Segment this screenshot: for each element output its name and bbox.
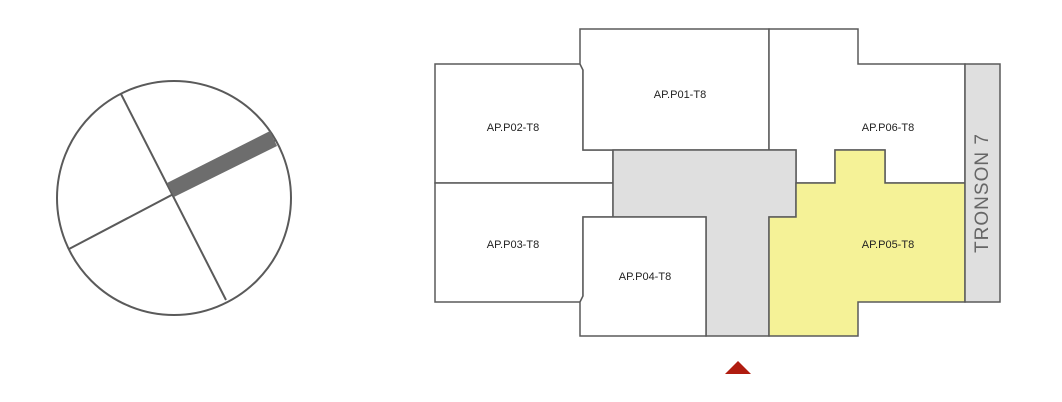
apartment-label: AP.P01-T8 — [654, 89, 706, 101]
apartment-label: AP.P03-T8 — [487, 239, 539, 251]
apartment-label: AP.P04-T8 — [619, 271, 671, 283]
apartment-p05[interactable] — [768, 149, 966, 337]
compass — [56, 80, 292, 316]
entrance-marker-icon — [725, 361, 751, 374]
apartment-label: AP.P05-T8 — [862, 239, 914, 251]
compass-axis — [120, 93, 227, 301]
apartment-p04[interactable] — [579, 216, 707, 337]
floor-plan: AP.P01-T8 AP.P02-T8 AP.P03-T8 AP.P04-T8 … — [434, 28, 1001, 374]
apartment-label: AP.P06-T8 — [862, 122, 914, 134]
compass-direction-bar — [167, 131, 277, 197]
tronson-label: TRONSON 7 — [972, 133, 993, 253]
apartment-label: AP.P02-T8 — [487, 122, 539, 134]
tronson-block — [964, 63, 1001, 303]
